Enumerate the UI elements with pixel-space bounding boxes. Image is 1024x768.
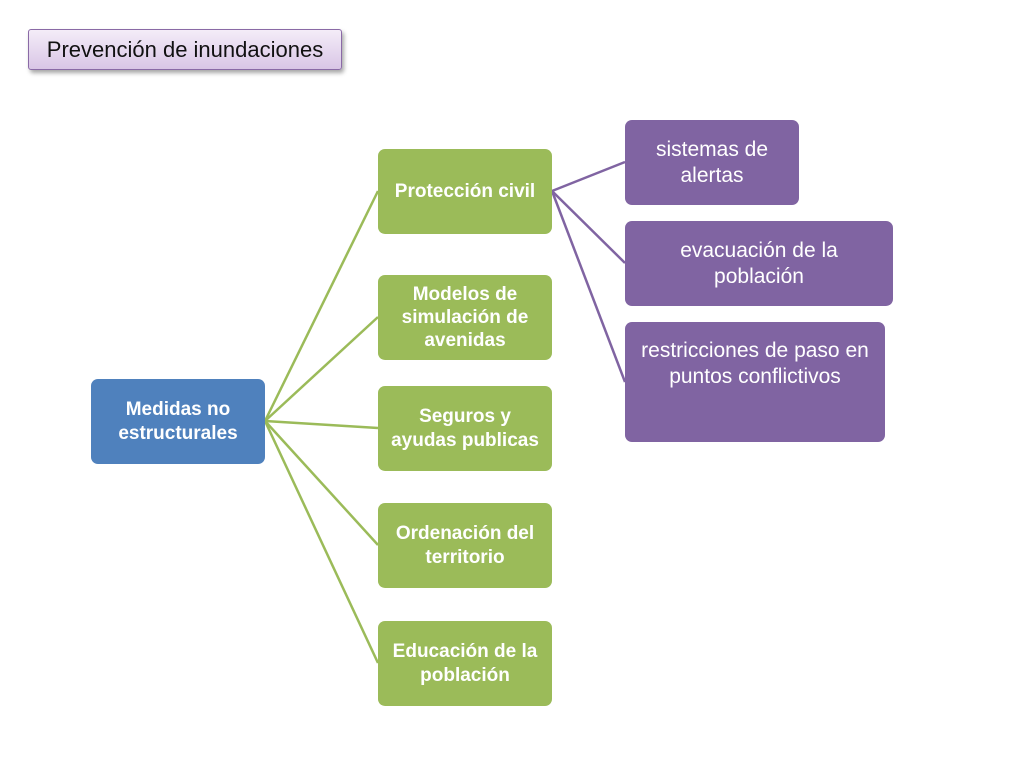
node-evacuacion-poblacion: evacuación de la población	[625, 221, 893, 306]
node-educacion-poblacion: Educación de la población	[378, 621, 552, 706]
connector-proteccion-to-evacuacion	[551, 190, 626, 264]
node-restricciones-paso: restricciones de paso en puntos conflict…	[625, 322, 885, 442]
node-label: restricciones de paso en puntos conflict…	[641, 339, 869, 388]
node-label: Protección civil	[394, 180, 536, 202]
node-proteccion-civil: Protección civil	[378, 149, 552, 234]
node-label: evacuación de la población	[680, 238, 838, 288]
node-label: Medidas no estructurales	[118, 399, 238, 444]
connector-root-to-ordenacion	[264, 420, 379, 546]
node-modelos-simulacion-avenidas: Modelos de simulación de avenidas	[378, 275, 552, 360]
connector-proteccion-to-sistemas-alertas	[551, 160, 626, 193]
node-ordenacion-territorio: Ordenación del territorio	[378, 503, 552, 588]
connector-proteccion-to-restricciones	[550, 190, 627, 383]
node-seguros-ayudas-publicas: Seguros y ayudas publicas	[378, 386, 552, 471]
node-label: Ordenación del territorio	[395, 523, 535, 568]
connector-root-to-educacion	[263, 420, 380, 664]
node-sistemas-alertas: sistemas de alertas	[625, 120, 799, 205]
slide-title: Prevención de inundaciones	[28, 29, 342, 70]
connector-root-to-modelos-simulacion	[264, 316, 379, 422]
node-label: sistemas de alertas	[655, 137, 769, 187]
connector-root-to-proteccion-civil	[263, 190, 380, 422]
node-label: Seguros y ayudas publicas	[391, 406, 539, 451]
connector-root-to-seguros	[264, 419, 379, 430]
node-label: Modelos de simulación de avenidas	[401, 283, 529, 352]
node-medidas-no-estructurales: Medidas no estructurales	[91, 379, 265, 464]
node-label: Educación de la población	[392, 641, 538, 686]
